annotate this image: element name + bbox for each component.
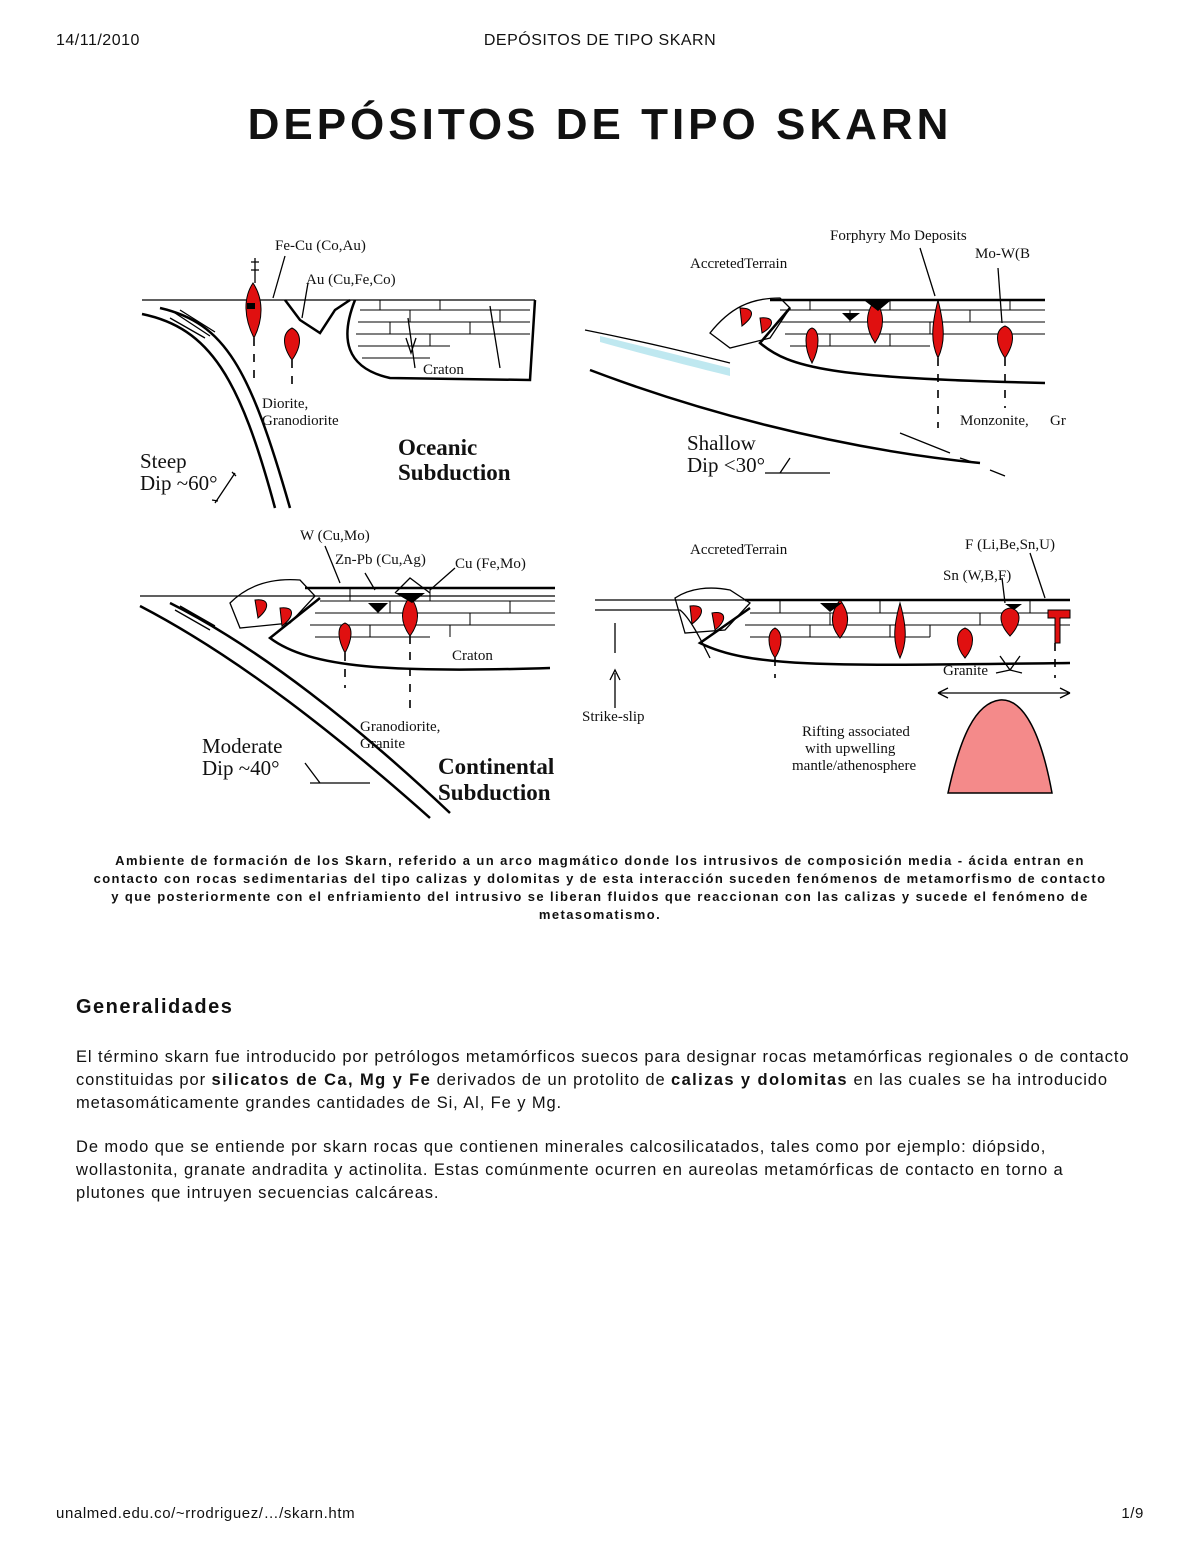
label-accreted-terrain: AccretedTerrain — [690, 256, 788, 272]
label-mo-w: Mo-W(B — [975, 246, 1030, 262]
para1-bold-protolith: calizas y dolomitas — [671, 1071, 849, 1089]
label-rifting: Rifting associated — [802, 724, 910, 740]
skarn-tectonic-settings-figure: Fe-Cu (Co,Au) Au (Cu,Fe,Co) Craton Diori… — [139, 228, 1071, 819]
label-porphyry-mo: Forphyry Mo Deposits — [830, 228, 967, 244]
panel-oceanic-subduction: Fe-Cu (Co,Au) Au (Cu,Fe,Co) Craton Diori… — [140, 238, 537, 509]
paragraph-minerals: De modo que se entiende por skarn rocas … — [76, 1138, 1064, 1202]
panel-rifting: AccretedTerrain F (Li,Be,Sn,U) Sn (W,B,F… — [582, 537, 1071, 794]
pluton — [254, 599, 268, 619]
footer-page-number: 1/9 — [1121, 1505, 1144, 1522]
pluton — [279, 607, 292, 627]
mantle-upwelling — [947, 699, 1053, 794]
label-steep: Steep — [140, 449, 187, 473]
label-sn-w-b-f: Sn (W,B,F) — [943, 568, 1011, 584]
label-dip-40: Dip ~40° — [202, 756, 280, 780]
footer-url: unalmed.edu.co/~rrodriguez/…/skarn.htm — [56, 1505, 356, 1522]
para1-text-c: derivados de un protolito de — [431, 1071, 672, 1089]
label-strike-slip: Strike-slip — [582, 709, 645, 725]
pluton — [711, 612, 725, 631]
pluton — [932, 299, 944, 360]
label-au: Au (Cu,Fe,Co) — [306, 272, 396, 288]
label-subduction: Subduction — [438, 780, 551, 805]
pluton — [957, 627, 973, 659]
label-continental: Continental — [438, 754, 554, 779]
pluton — [759, 317, 772, 334]
figure-caption: Ambiente de formación de los Skarn, refe… — [93, 853, 1107, 922]
label-dip-60: Dip ~60° — [140, 471, 218, 495]
label-dip-30: Dip <30° — [687, 453, 765, 477]
label-craton: Craton — [452, 648, 493, 664]
pluton — [689, 605, 702, 625]
panel-continental-subduction: W (Cu,Mo) Zn-Pb (Cu,Ag) Cu (Fe,Mo) Crato… — [139, 528, 555, 819]
label-craton: Craton — [423, 362, 464, 378]
label-cu-fe-mo: Cu (Fe,Mo) — [455, 556, 526, 572]
label-moderate: Moderate — [202, 734, 282, 758]
pluton — [338, 622, 352, 655]
header-title: DEPÓSITOS DE TIPO SKARN — [483, 32, 717, 49]
label-f-li-be: F (Li,Be,Sn,U) — [965, 537, 1055, 553]
pluton — [867, 299, 883, 344]
label-subduction: Subduction — [398, 460, 511, 485]
pluton — [402, 595, 418, 637]
label-oceanic: Oceanic — [398, 435, 477, 460]
pluton — [739, 307, 752, 327]
label-diorite: Diorite, — [262, 396, 308, 412]
header-date: 14/11/2010 — [56, 32, 140, 49]
label-granite: Granite — [943, 663, 988, 679]
paragraph-definition: El término skarn fue introducido por pet… — [76, 1046, 1136, 1115]
label-upwelling: with upwelling — [805, 741, 896, 757]
pluton — [1047, 609, 1071, 644]
label-granodiorite: Granodiorite — [262, 413, 339, 429]
para1-text-d: en las cuales se ha introducido metasomá… — [76, 1071, 1108, 1112]
pluton — [894, 601, 906, 660]
label-gr: Gr — [1050, 413, 1066, 429]
pluton — [768, 627, 782, 659]
label-shallow: Shallow — [687, 431, 757, 455]
label-zn-pb: Zn-Pb (Cu,Ag) — [335, 552, 426, 568]
pluton — [805, 327, 819, 365]
label-monzonite: Monzonite, — [960, 413, 1029, 429]
label-fe-cu: Fe-Cu (Co,Au) — [275, 238, 366, 254]
pluton — [832, 599, 848, 639]
pluton — [245, 282, 262, 340]
label-mantle: mantle/athenosphere — [792, 758, 916, 774]
label-granite: Granite — [360, 736, 405, 752]
pluton — [1000, 607, 1020, 637]
para1-text-a: El término skarn fue introducido por pet… — [76, 1048, 1130, 1089]
label-w-cu-mo: W (Cu,Mo) — [300, 528, 370, 544]
para1-bold-silicates: silicatos de Ca, Mg y Fe — [211, 1071, 432, 1089]
pluton — [284, 327, 300, 361]
section-heading: Generalidades — [76, 996, 234, 1018]
label-accreted-terrain: AccretedTerrain — [690, 542, 788, 558]
pluton — [997, 325, 1013, 359]
page-title: DEPÓSITOS DE TIPO SKARN — [247, 100, 953, 149]
label-granodiorite: Granodiorite, — [360, 719, 440, 735]
panel-shallow-dip: Forphyry Mo Deposits Mo-W(B AccretedTerr… — [584, 228, 1066, 477]
